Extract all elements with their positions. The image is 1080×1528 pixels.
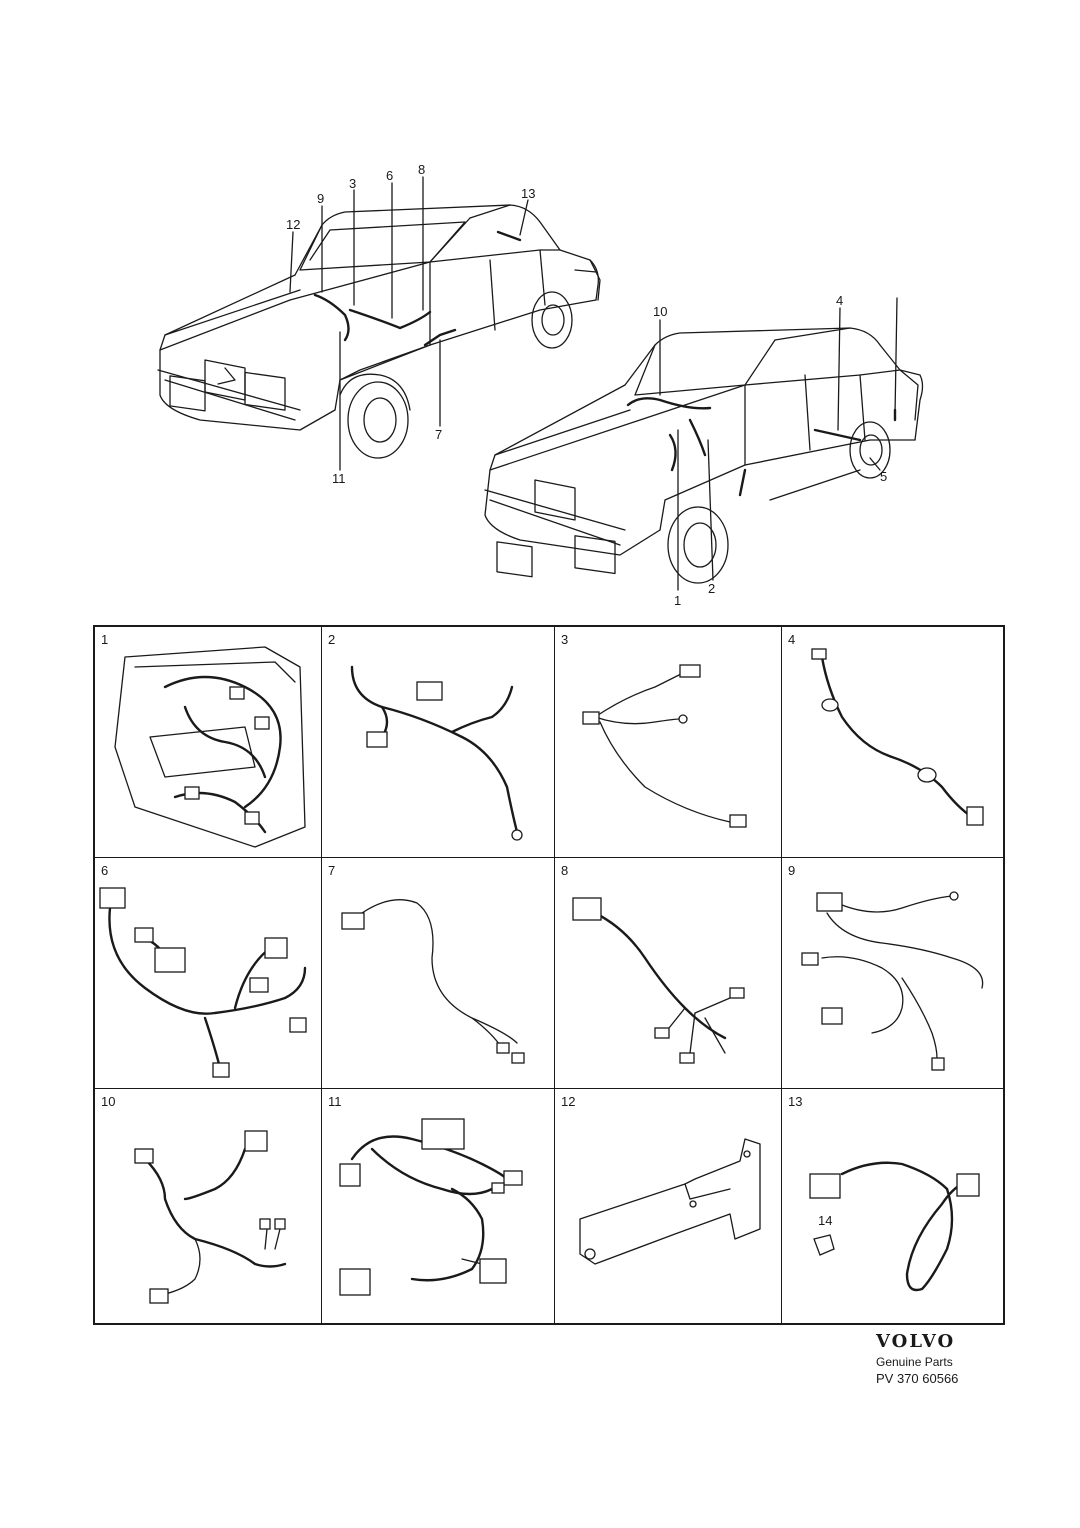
panel-13-sub-label: 14	[818, 1213, 833, 1228]
panel-12[interactable]: 12	[555, 1089, 782, 1325]
panel-label: 9	[788, 863, 796, 878]
panel-4[interactable]: 4	[782, 627, 1003, 858]
callout-11: 11	[332, 471, 346, 486]
callout-6: 6	[386, 168, 394, 183]
brand-block: VOLVO Genuine Parts PV 370 60566	[876, 1331, 986, 1386]
panel-label: 4	[788, 632, 796, 647]
harness-13-drawing	[809, 1161, 980, 1292]
panel-1[interactable]: 1	[95, 627, 322, 858]
car-2-illustration	[484, 297, 924, 591]
callout-12: 12	[286, 217, 301, 232]
panel-label: 1	[101, 632, 109, 647]
panel-3[interactable]: 3	[555, 627, 782, 858]
panel-label: 2	[328, 632, 336, 647]
harness-9-drawing	[801, 891, 984, 1071]
dashboard-harness-drawing	[114, 646, 306, 848]
car-1-illustration	[157, 176, 601, 471]
callout-3: 3	[349, 176, 357, 191]
callout-1: 1	[674, 593, 682, 608]
panel-9[interactable]: 9	[782, 858, 1003, 1089]
callout-7: 7	[435, 427, 443, 442]
panel-6[interactable]: 6	[95, 858, 322, 1089]
panel-8[interactable]: 8	[555, 858, 782, 1089]
harness-8-drawing	[572, 897, 745, 1064]
parts-grid: 1 2 3	[93, 625, 1005, 1325]
part-code: PV 370 60566	[876, 1371, 959, 1386]
volvo-logo: VOLVO	[876, 1331, 956, 1352]
panel-label: 11	[328, 1094, 342, 1109]
panel-2[interactable]: 2	[322, 627, 555, 858]
callout-4: 4	[836, 293, 844, 308]
harness-11-drawing	[339, 1118, 523, 1296]
panel-label: 8	[561, 863, 569, 878]
callout-10: 10	[653, 304, 668, 319]
panel-13[interactable]: 13 14	[782, 1089, 1003, 1325]
panel-label: 7	[328, 863, 336, 878]
callout-13: 13	[521, 186, 536, 201]
harness-6-drawing	[99, 887, 307, 1078]
harness-3-drawing	[582, 664, 747, 828]
panel-label: 13	[788, 1094, 803, 1109]
panel-10[interactable]: 10	[95, 1089, 322, 1325]
panel-label: 3	[561, 632, 569, 647]
panel-label: 10	[101, 1094, 116, 1109]
harness-10-drawing	[134, 1130, 287, 1304]
bracket-12-drawing	[579, 1138, 761, 1265]
panel-label: 6	[101, 863, 109, 878]
harness-2-drawing	[350, 665, 523, 841]
callout-8: 8	[418, 162, 426, 177]
panel-11[interactable]: 11	[322, 1089, 555, 1325]
brand-subtitle: Genuine Parts	[876, 1355, 953, 1369]
callout-9: 9	[317, 191, 325, 206]
callout-5: 5	[880, 469, 888, 484]
panel-label: 12	[561, 1094, 576, 1109]
panel-7[interactable]: 7	[322, 858, 555, 1089]
harness-7-drawing	[341, 899, 525, 1064]
harness-4-drawing	[811, 648, 984, 826]
callout-2: 2	[708, 581, 716, 596]
